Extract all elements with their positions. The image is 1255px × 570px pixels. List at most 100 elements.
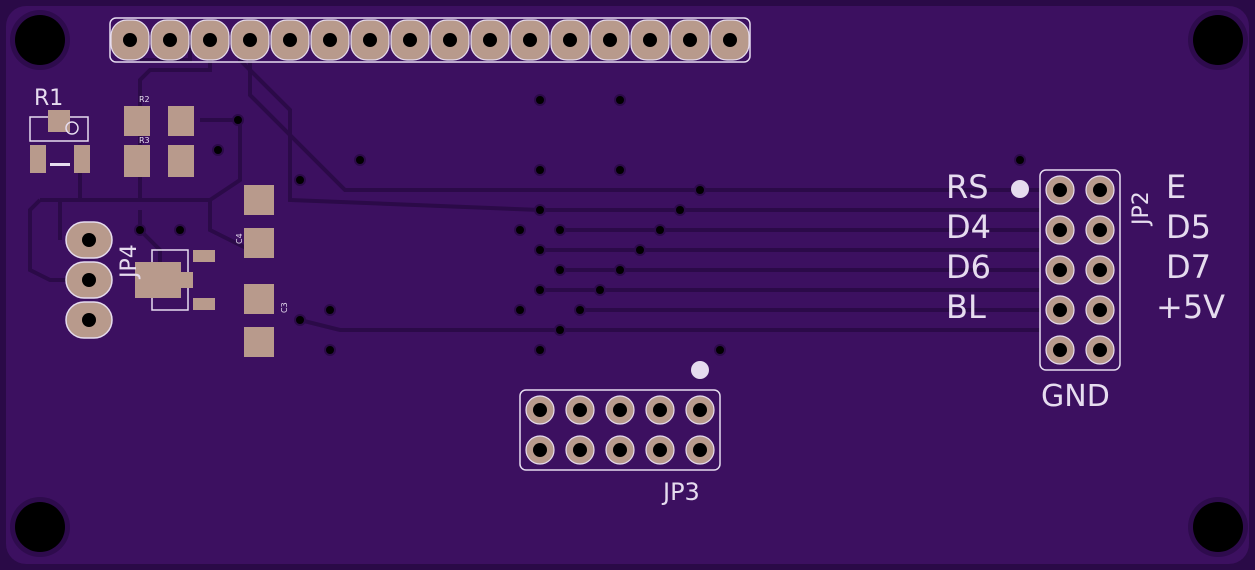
pin-drill — [533, 443, 547, 457]
label-e: E — [1166, 168, 1186, 206]
pin-drill — [443, 33, 457, 47]
pin-drill — [1053, 343, 1067, 357]
pin-drill — [1093, 263, 1107, 277]
board-surface — [6, 6, 1249, 564]
label-d4: D4 — [946, 208, 991, 246]
pin-drill — [563, 33, 577, 47]
via — [694, 184, 706, 196]
via — [134, 224, 146, 236]
pin-drill — [363, 33, 377, 47]
top-header — [109, 17, 751, 63]
jp3-outline — [519, 389, 721, 471]
r2-label: R2 — [139, 95, 150, 104]
pin-drill — [683, 33, 697, 47]
via — [294, 314, 306, 326]
via — [534, 204, 546, 216]
via — [554, 264, 566, 276]
pin-drill — [613, 403, 627, 417]
pin-drill — [693, 443, 707, 457]
via — [514, 224, 526, 236]
regulator-footprint — [135, 249, 215, 311]
top-header-pins — [110, 19, 750, 61]
label-d6: D6 — [946, 248, 991, 286]
mounting-holes — [10, 10, 1248, 557]
label-bl: BL — [946, 288, 986, 326]
via — [534, 94, 546, 106]
pin-drill — [573, 443, 587, 457]
via — [354, 154, 366, 166]
pin-drill — [533, 403, 547, 417]
fiducial-2 — [691, 361, 709, 379]
vias — [134, 94, 1026, 356]
jp4-label: JP4 — [117, 244, 142, 280]
pin-drill — [403, 33, 417, 47]
r1-label: R1 — [34, 86, 63, 111]
via — [654, 224, 666, 236]
pin-drill — [323, 33, 337, 47]
via — [534, 344, 546, 356]
via — [212, 144, 224, 156]
jp2-header — [1039, 169, 1121, 371]
pin-drill — [723, 33, 737, 47]
pin-drill — [643, 33, 657, 47]
pin-drill — [123, 33, 137, 47]
via — [294, 174, 306, 186]
via — [324, 344, 336, 356]
r3-label: R3 — [139, 136, 150, 145]
via — [714, 344, 726, 356]
pin-drill — [603, 33, 617, 47]
pin-drill — [1053, 263, 1067, 277]
r1-footprint: R1 — [29, 86, 90, 173]
pin-drill — [693, 403, 707, 417]
jp3-header — [519, 389, 721, 471]
pin-drill — [613, 443, 627, 457]
pin-drill — [1093, 343, 1107, 357]
via — [232, 114, 244, 126]
label-5v: +5V — [1156, 288, 1225, 326]
pin-drill — [523, 33, 537, 47]
pin-drill — [1093, 223, 1107, 237]
pin-drill — [243, 33, 257, 47]
via — [534, 244, 546, 256]
c3-label: C3 — [280, 302, 289, 313]
pin-drill — [163, 33, 177, 47]
via — [574, 304, 586, 316]
via — [1014, 154, 1026, 166]
label-d5: D5 — [1166, 208, 1211, 246]
via — [534, 284, 546, 296]
pin-drill — [1093, 183, 1107, 197]
pin-drill — [653, 443, 667, 457]
c3-c4-pads: C4 C3 — [235, 185, 289, 357]
via — [614, 264, 626, 276]
pin-drill — [483, 33, 497, 47]
jp4-header: JP4 — [65, 221, 142, 339]
fiducial-1 — [1011, 180, 1029, 198]
pin-drill — [203, 33, 217, 47]
jp3-label: JP3 — [661, 478, 700, 506]
via — [554, 224, 566, 236]
via — [674, 204, 686, 216]
pin-drill — [1053, 183, 1067, 197]
via — [614, 164, 626, 176]
via — [614, 94, 626, 106]
via — [594, 284, 606, 296]
pin-drill — [283, 33, 297, 47]
label-gnd: GND — [1041, 379, 1110, 414]
jp2-label: JP2 — [1129, 191, 1154, 227]
pin-drill — [653, 403, 667, 417]
label-d7: D7 — [1166, 248, 1211, 286]
via — [554, 324, 566, 336]
via — [174, 224, 186, 236]
pin-drill — [1053, 223, 1067, 237]
r2-r3-pads: R2 R3 — [124, 95, 194, 177]
pin-drill — [1053, 303, 1067, 317]
via — [534, 164, 546, 176]
pin-drill — [573, 403, 587, 417]
c4-label: C4 — [235, 233, 244, 244]
via — [634, 244, 646, 256]
label-rs: RS — [946, 168, 989, 206]
via — [514, 304, 526, 316]
via — [324, 304, 336, 316]
traces — [28, 40, 1040, 332]
